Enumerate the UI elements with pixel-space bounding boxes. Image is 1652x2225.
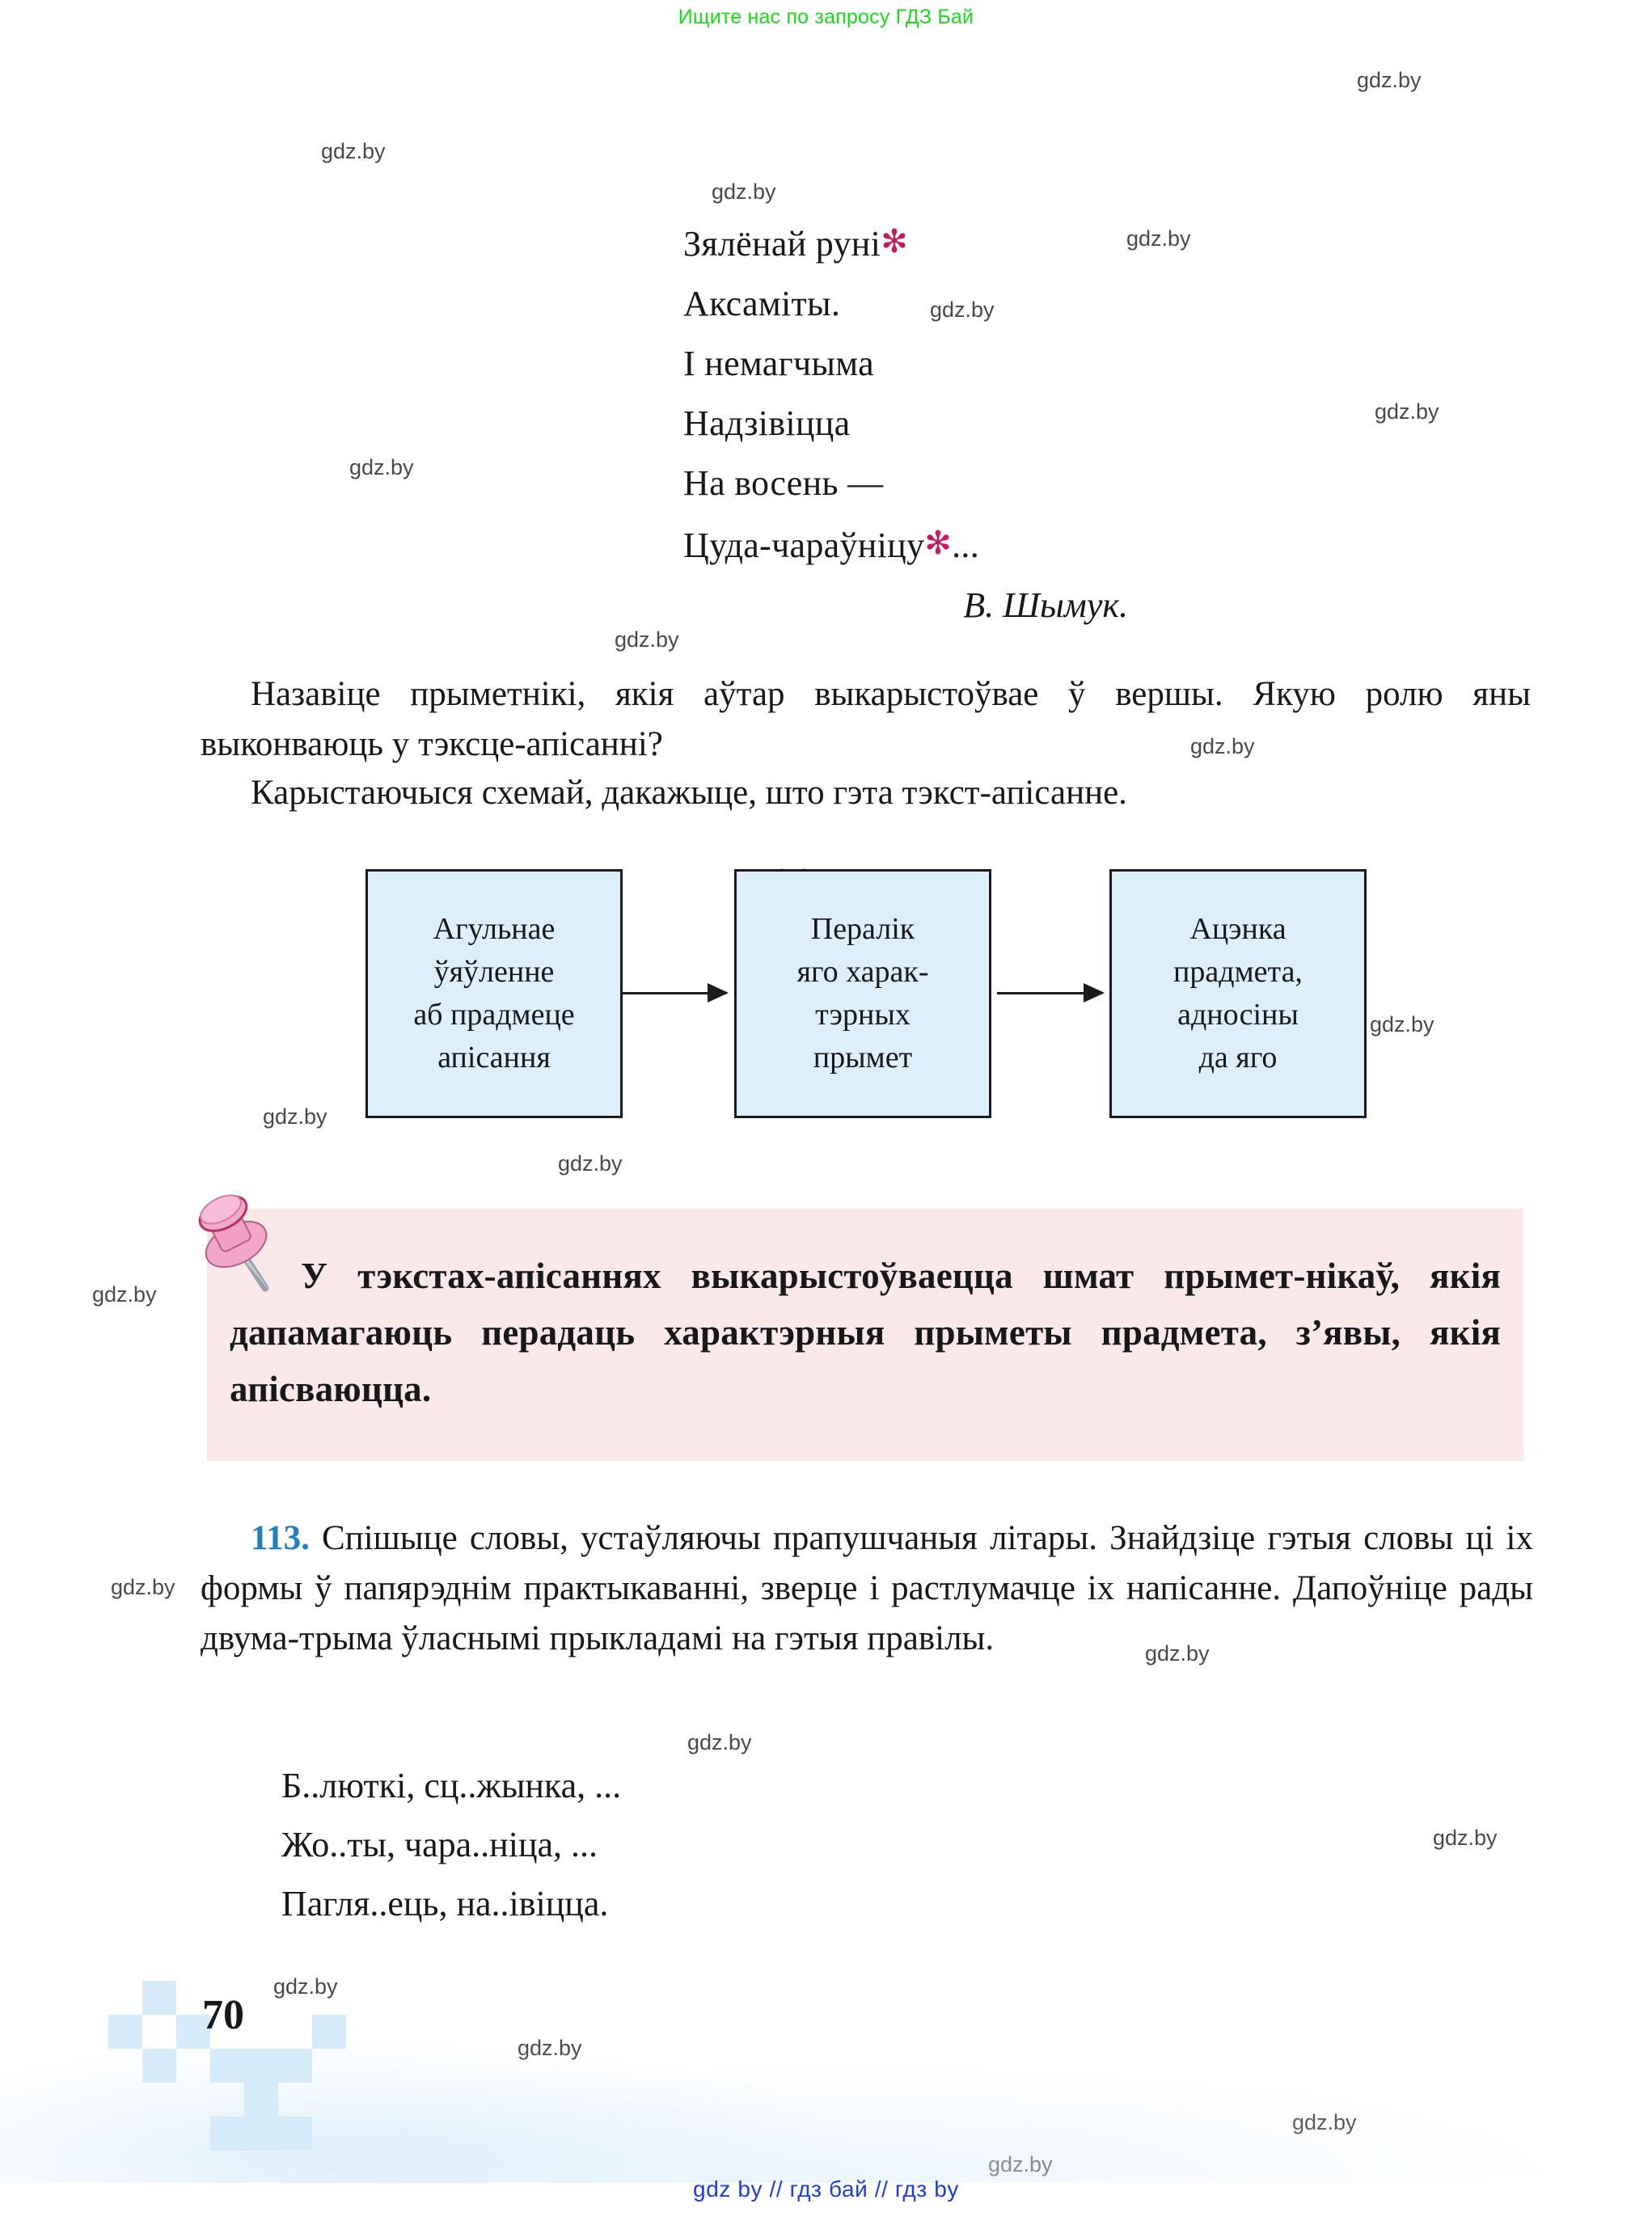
list-item: Б..люткі, сц..жынка, ...	[281, 1766, 622, 1805]
text-description-scheme-diagram: Агульнае ўяўленне аб прадмеце апісання П…	[356, 869, 1383, 1136]
checker-square	[278, 2117, 312, 2151]
poem-line: Аксаміты.	[683, 284, 841, 323]
watermark: gdz.by	[321, 139, 386, 163]
list-item: Жо..ты, чара..ніца, ...	[281, 1825, 598, 1864]
watermark: gdz.by	[558, 1151, 623, 1176]
promo-banner: Ищите нас по запросу ГДЗ Бай	[678, 6, 974, 28]
checker-square	[278, 2049, 312, 2083]
checker-square	[142, 2049, 176, 2083]
watermark: gdz.by	[687, 1730, 752, 1754]
footnote-star-icon: ✻	[881, 223, 909, 260]
checker-square	[312, 2015, 346, 2049]
pushpin-icon	[198, 1194, 270, 1292]
poem-line: На восень —	[683, 463, 884, 503]
poem-line: Цуда-чараўніцу✻...	[683, 525, 980, 565]
checker-square	[244, 2117, 278, 2151]
watermark: gdz.by	[1433, 1826, 1498, 1850]
diagram-box-general-idea: Агульнае ўяўленне аб прадмеце апісання	[365, 869, 623, 1118]
exercise-word-list: Б..люткі, сц..жынка, ... Жо..ты, чара..н…	[281, 1756, 621, 1933]
checker-square	[210, 2049, 244, 2083]
exercise-number: 113.	[251, 1519, 310, 1557]
rule-note-text: У тэкстах-апісаннях выкарыстоўваецца шма…	[230, 1256, 1501, 1409]
checker-square	[176, 2015, 210, 2049]
watermark: gdz.by	[263, 1104, 327, 1129]
watermark: gdz.by	[1375, 399, 1439, 424]
watermark: gdz.by	[111, 1575, 175, 1599]
site-footer: gdz by // гдз бай // гдз by	[693, 2176, 959, 2202]
arrow-right-icon	[623, 983, 729, 1003]
arrow-right-icon	[997, 983, 1105, 1003]
checker-square	[210, 2117, 244, 2151]
diagram-box-evaluation: Ацэнка прадмета, адносіны да яго	[1109, 869, 1367, 1118]
list-item: Пагля..ець, на..івіцца.	[281, 1884, 609, 1923]
poem-line: Зялёнай руні✻	[683, 223, 909, 264]
checker-square	[244, 2049, 278, 2083]
watermark: gdz.by	[92, 1282, 157, 1307]
diagram-box-label: Пералік яго харак- тэрных прымет	[796, 912, 929, 1075]
poem-author: В. Шымук.	[963, 585, 1128, 625]
diagram-box-feature-list: Пералік яго харак- тэрных прымет	[734, 869, 991, 1118]
poem-line: І немагчыма	[683, 344, 874, 383]
page-number: 70	[202, 1992, 244, 2038]
exercise-113: 113. Спішыце словы, устаўляючы прапушчан…	[201, 1514, 1533, 1664]
checker-square	[108, 2015, 142, 2049]
footnote-star-icon: ✻	[924, 525, 953, 562]
poem-line: Надзівіцца	[683, 403, 851, 443]
watermark: gdz.by	[1357, 68, 1422, 92]
diagram-box-label: Агульнае ўяўленне аб прадмеце апісання	[413, 912, 575, 1075]
checker-decoration	[74, 1981, 346, 2183]
rule-note-box: У тэкстах-апісаннях выкарыстоўваецца шма…	[198, 1194, 1523, 1461]
checker-square	[244, 2083, 278, 2117]
question-paragraph-2: Карыстаючыся схемай, дакажыце, што гэта …	[251, 774, 1127, 812]
watermark: gdz.by	[615, 627, 679, 652]
watermark: gdz.by	[712, 179, 776, 204]
exercise-instruction: Спішыце словы, устаўляючы прапушчаныя лі…	[201, 1519, 1533, 1657]
watermark: gdz.by	[349, 455, 414, 479]
checker-square	[142, 1981, 176, 2015]
diagram-box-label: Ацэнка прадмета, адносіны да яго	[1173, 912, 1303, 1075]
poem-block: Зялёнай руні✻ Аксаміты. І немагчыма Надз…	[683, 212, 1298, 635]
question-paragraph-1: Назавіце прыметнікі, якія аўтар выкарыст…	[201, 675, 1531, 763]
